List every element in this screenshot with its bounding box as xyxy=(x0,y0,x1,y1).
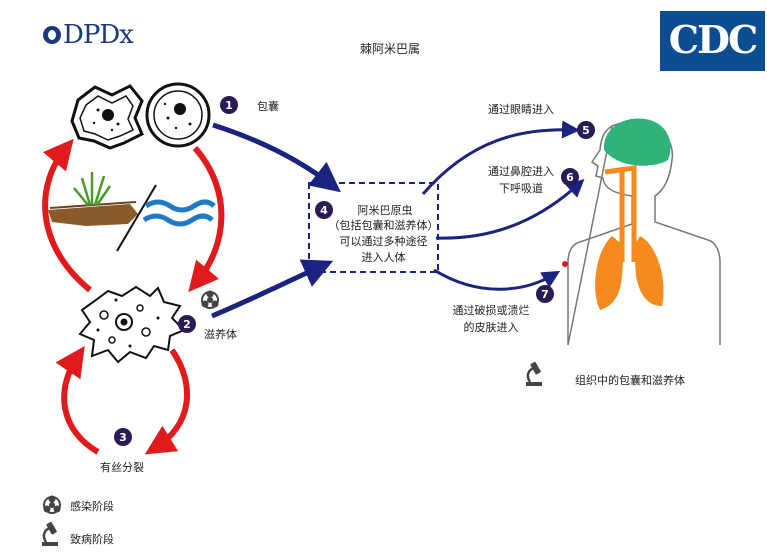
step-6-label-line1: 通过鼻腔进入 xyxy=(488,165,554,178)
dpdx-logo-text: DPDx xyxy=(63,20,134,50)
svg-text:7: 7 xyxy=(541,288,549,301)
step-2-label: 滋养体 xyxy=(204,328,237,341)
legend-microscope-icon xyxy=(42,521,58,546)
step-4-label-line1: 阿米巴原虫 xyxy=(357,204,413,217)
step-7-marker: 7 xyxy=(536,285,554,303)
dpdx-logo-mark xyxy=(43,26,61,44)
step-5-label: 通过眼睛进入 xyxy=(488,103,554,116)
step-3-marker: 3 xyxy=(114,428,132,446)
entry-routes-box xyxy=(308,182,439,273)
step-4-label-line3: 可以通过多种途径 xyxy=(339,235,428,248)
step-3-label: 有丝分裂 xyxy=(100,461,144,474)
legend-infective-label: 感染阶段 xyxy=(70,500,114,513)
red-arrow-to-mitosis xyxy=(144,348,191,455)
diagram-title: 棘阿米巴属 xyxy=(360,42,421,56)
legend-diagnostic-label: 致病阶段 xyxy=(70,533,114,546)
cyst-illustration xyxy=(70,82,211,150)
svg-text:3: 3 xyxy=(119,431,127,444)
step-4-label-line4: 进入人体 xyxy=(361,251,406,264)
tissue-stage-label: 组织中的包囊和滋养体 xyxy=(575,374,685,387)
human-figure xyxy=(562,118,721,346)
biohazard-icon xyxy=(201,290,219,309)
soil-water-illustration xyxy=(48,172,216,252)
svg-text:5: 5 xyxy=(582,124,590,137)
step-4-label-line2: （包括包囊和滋养体） xyxy=(328,219,439,232)
blue-arrow-troph-to-body xyxy=(211,259,334,319)
cdc-logo-text: CDC xyxy=(668,17,758,62)
cdc-logo: CDC xyxy=(660,11,765,71)
step-1-marker: 1 xyxy=(220,96,238,114)
red-arrow-up xyxy=(42,138,92,293)
svg-text:1: 1 xyxy=(225,99,233,112)
blue-arrow-cyst-to-body xyxy=(212,122,341,193)
step-6-marker: 6 xyxy=(561,168,579,186)
step-6-label-line2: 下呼吸道 xyxy=(499,182,543,195)
red-arrow-from-mitosis xyxy=(55,346,100,455)
step-1-label: 包囊 xyxy=(257,100,279,113)
red-arrow-down xyxy=(188,146,225,293)
svg-text:2: 2 xyxy=(183,318,191,331)
svg-text:4: 4 xyxy=(320,204,328,217)
step-4-marker: 4 xyxy=(315,201,333,219)
legend-biohazard-icon xyxy=(43,495,61,514)
blue-arrow-eye xyxy=(421,120,580,195)
step-2-marker: 2 xyxy=(178,315,196,333)
step-5-marker: 5 xyxy=(577,121,595,139)
microscope-icon xyxy=(526,361,542,386)
step-7-label-line2: 的皮肤进入 xyxy=(463,321,519,334)
trophozoite-illustration xyxy=(78,285,186,364)
blue-arrow-nose xyxy=(435,178,585,240)
blue-arrow-skin xyxy=(433,268,561,291)
svg-text:6: 6 xyxy=(566,171,574,184)
dpdx-logo: DPDx xyxy=(43,20,134,50)
step-7-label-line1: 通过破损或溃烂 xyxy=(452,304,530,317)
